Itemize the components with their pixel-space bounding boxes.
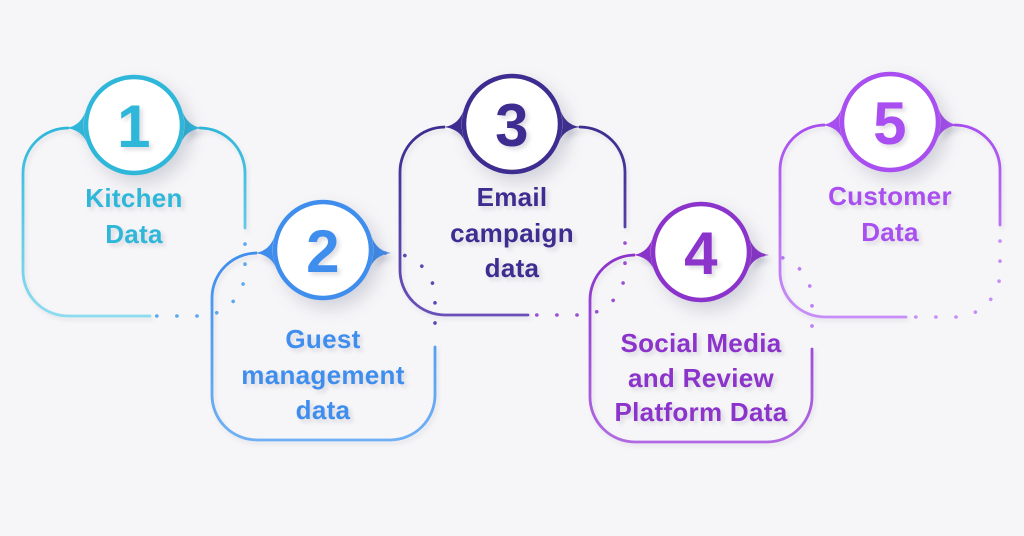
- step-5-label-line-1: Customer: [828, 181, 952, 211]
- step-2-dotted-connector: [383, 251, 437, 337]
- step-4-dotted-connector: [761, 253, 814, 339]
- step-4-card-outline: [588, 253, 814, 444]
- step-4-label-line-2: and Review: [628, 363, 775, 393]
- step-3-card-outline: [398, 125, 627, 317]
- step-2-label-line-1: Guest: [285, 324, 360, 354]
- step-5-notch-right-icon: [937, 104, 958, 140]
- step-4-notch-left-icon: [633, 234, 654, 270]
- step-4-group: 4 Social Media and Review Platform Data: [588, 201, 814, 444]
- step-5-number: 5: [873, 90, 907, 157]
- step-3-label-line-2: campaign: [450, 218, 574, 248]
- step-4-number: 4: [684, 220, 718, 287]
- step-5-card-outline: [778, 123, 1002, 319]
- step-1-group: 1 Kitchen Data: [21, 74, 247, 318]
- step-3-label-line-1: Email: [477, 182, 548, 212]
- step-2-card-outline: [210, 251, 437, 442]
- step-4-number-circle: [650, 201, 752, 303]
- step-3-number: 3: [495, 92, 529, 159]
- step-5-label-line-2: Data: [861, 217, 919, 247]
- step-1-label-line-1: Kitchen: [85, 183, 182, 213]
- step-3-notch-left-icon: [444, 106, 465, 142]
- step-3-label-line-3: data: [485, 253, 540, 283]
- step-2-group: 2 Guest management data: [210, 199, 437, 442]
- step-1-dotted-connector: [152, 242, 247, 318]
- step-2-label-line-3: data: [296, 395, 351, 425]
- step-1-number-circle: [83, 74, 185, 176]
- step-1-number: 1: [117, 93, 151, 160]
- step-3-dotted-connector: [530, 241, 627, 317]
- step-3-group: 3 Email campaign data: [398, 73, 627, 317]
- step-5-number-circle: [839, 71, 941, 173]
- step-5-group: 5 Customer Data: [778, 71, 1002, 319]
- step-4-label-line-3: Platform Data: [615, 397, 788, 427]
- step-1-notch-left-icon: [66, 107, 87, 143]
- step-2-label-line-2: management: [241, 360, 404, 390]
- step-1-card-outline: [21, 126, 247, 318]
- step-1-notch-right-icon: [181, 107, 202, 143]
- step-5-dotted-connector: [908, 239, 1002, 319]
- step-4-notch-right-icon: [748, 234, 769, 270]
- step-3-number-circle: [461, 73, 563, 175]
- step-3-notch-right-icon: [559, 106, 580, 142]
- step-2-number-circle: [272, 199, 374, 301]
- step-2-number: 2: [306, 218, 340, 285]
- step-5-notch-left-icon: [822, 104, 843, 140]
- step-2-notch-right-icon: [370, 232, 391, 268]
- step-4-label-line-1: Social Media: [620, 328, 781, 358]
- step-2-notch-left-icon: [255, 232, 276, 268]
- step-1-label-line-2: Data: [105, 219, 163, 249]
